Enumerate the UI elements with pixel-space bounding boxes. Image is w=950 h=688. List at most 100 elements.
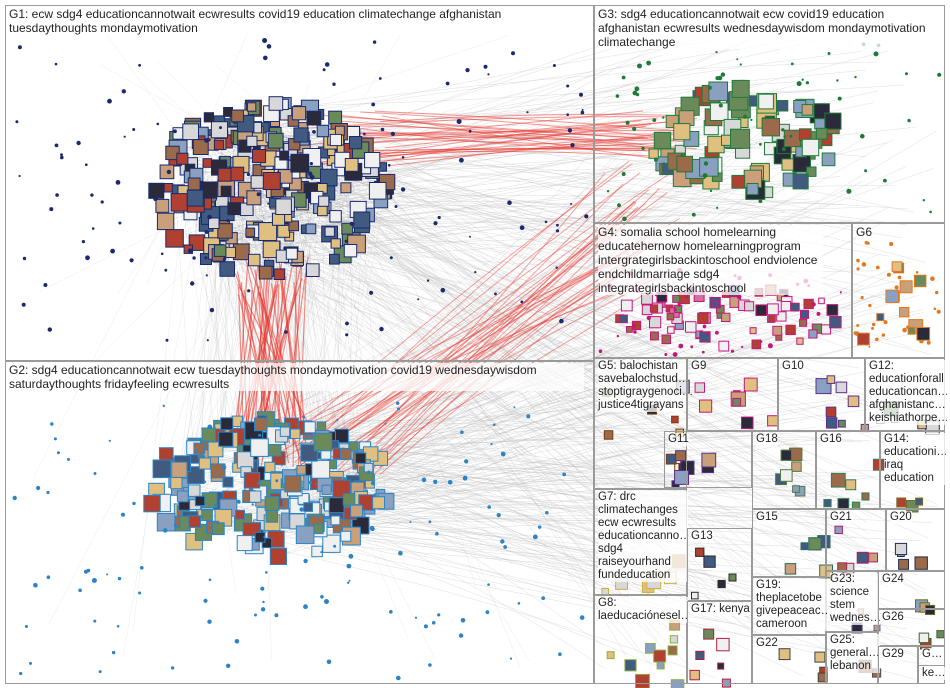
network-node [718,340,730,352]
network-node [263,535,266,539]
network-node [93,472,97,475]
network-node [705,331,710,335]
network-node [29,661,32,665]
network-node [316,421,327,431]
network-node [876,313,885,322]
network-node [468,129,472,133]
network-node [767,303,779,316]
network-node [856,258,860,263]
network-node [12,495,17,501]
network-node [160,252,164,256]
network-node [182,123,200,141]
group-label-g24: G24 [882,573,904,586]
network-node [401,156,405,159]
network-node [792,485,800,493]
network-node [715,330,719,335]
network-node [744,301,755,312]
network-node [541,596,546,600]
network-node [208,578,212,582]
network-node [861,492,870,501]
network-edge [283,189,384,221]
network-node [864,240,869,245]
network-node [646,60,651,66]
network-node [689,669,700,681]
network-node [380,127,385,132]
network-node [340,182,352,194]
network-node [814,651,826,663]
network-node [826,375,836,384]
network-node [46,575,51,579]
network-node [653,157,658,162]
network-edge [226,313,808,424]
network-node [345,321,349,326]
network-node [838,419,846,428]
network-node [703,161,709,166]
network-node [776,100,789,112]
network-edge [251,69,866,108]
network-node [778,648,791,661]
network-node [669,635,679,644]
network-node [503,545,507,549]
group-label-g30: G… [922,648,943,661]
network-edge [331,249,629,436]
network-edge [237,285,260,427]
network-edge [339,131,774,216]
network-node [701,350,705,354]
network-node [619,314,628,324]
network-node [22,256,27,261]
network-node [36,485,41,491]
network-edge [314,170,863,636]
group-label-g15: G15 [756,511,778,524]
network-node [120,512,126,517]
network-node [236,499,241,504]
network-node [873,51,879,57]
network-node [363,132,366,136]
network-edge [265,141,859,489]
network-node [246,102,257,112]
network-node [279,426,291,437]
network-node [324,599,329,604]
network-edge [195,146,246,446]
network-node [767,343,773,349]
network-node [545,511,549,515]
network-node [555,229,560,233]
network-node [526,414,531,419]
network-node [350,504,363,518]
network-node [437,215,441,220]
network-node [796,337,804,345]
group-box-g21: G21 [826,509,886,571]
network-edge [295,371,867,435]
network-node [650,331,659,341]
network-node [579,92,583,97]
network-node [258,433,262,437]
network-node [817,672,828,683]
network-edge [294,160,630,464]
group-box-g19: G19: theplacetobe givepeaceac… cameroon [752,577,828,635]
network-node [800,309,809,319]
network-node [165,229,184,248]
network-node [780,469,793,482]
network-node [370,481,376,486]
network-node [632,90,638,96]
network-edge [269,264,805,452]
network-node [821,152,836,167]
network-node [827,52,831,55]
network-edge [47,231,254,626]
network-edge [210,200,820,224]
network-node [720,72,726,77]
network-edge [305,229,761,643]
network-node [758,93,774,110]
network-node [222,257,227,261]
network-node [906,500,919,513]
network-node [116,625,120,628]
network-node [17,45,22,50]
network-node [860,133,865,139]
network-node [279,150,290,161]
network-edge [296,394,905,503]
network-node [243,472,261,489]
network-node [306,110,322,126]
network-node [431,621,436,625]
group-box-g4: G4: somalia school homelearning educateh… [594,223,852,358]
group-box-g25: G25: general… lebanon [826,632,880,684]
network-node [864,169,868,173]
